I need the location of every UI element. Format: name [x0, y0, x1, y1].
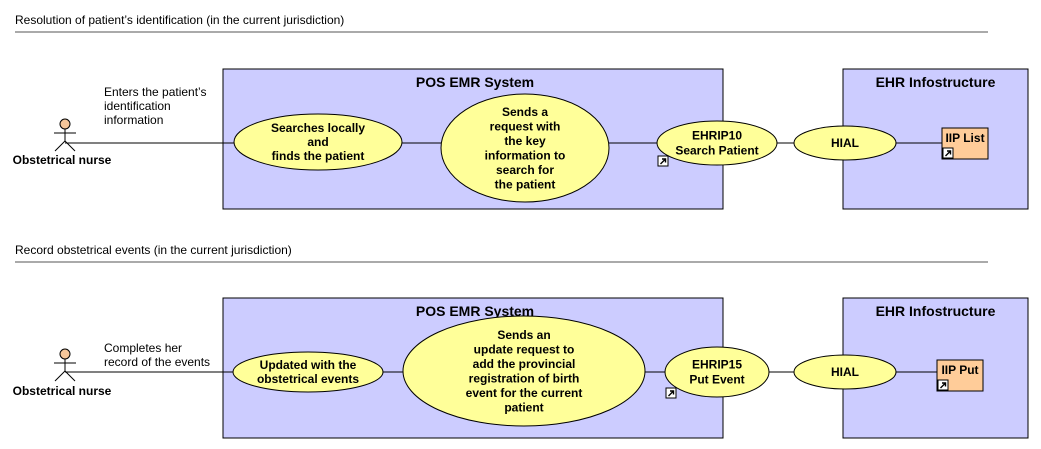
shortcut-arrow-icon	[665, 387, 677, 399]
actor-figure	[54, 118, 76, 152]
interaction-use-case-text: EHRIP15	[692, 358, 742, 372]
local-step-use-case[interactable]	[232, 351, 384, 393]
request-step-use-case-text: update request to	[474, 342, 575, 356]
request-step-use-case[interactable]	[440, 93, 610, 203]
ehr-infostructure-title: EHR Infostructure	[876, 74, 996, 90]
diagram-section-1: Resolution of patient’s identification (…	[13, 13, 1029, 210]
hial-use-case-text: HIAL	[831, 365, 859, 379]
shortcut-arrow-icon-stroke	[668, 390, 675, 397]
request-step-use-case-text: Sends a	[502, 105, 548, 119]
hial-use-case[interactable]	[793, 354, 897, 390]
shortcut-arrow-icon	[937, 379, 949, 391]
request-step-use-case-text: information to	[485, 148, 566, 162]
request-step-use-case-text: registration of birth	[469, 371, 580, 385]
actor-association-label: Enters the patient’s	[104, 85, 207, 99]
request-step-use-case-text: the patient	[495, 177, 556, 191]
diagram-section-2: Record obstetrical events (in the curren…	[13, 243, 1029, 439]
iip-service-box[interactable]	[941, 127, 989, 160]
local-step-use-case-text: finds the patient	[272, 149, 365, 163]
local-step-use-case-text: obstetrical events	[257, 372, 359, 386]
iip-service-label: IIP List	[945, 131, 984, 145]
request-step-use-case-text: add the provincial	[473, 357, 576, 371]
local-step-use-case-text: Searches locally	[271, 121, 365, 135]
shortcut-arrow-icon-stroke	[945, 150, 952, 157]
shortcut-arrow-icon-stroke	[940, 382, 947, 389]
request-step-use-case-text: Sends an	[497, 328, 550, 342]
shortcut-arrow-icon	[657, 155, 669, 167]
actor-left-leg	[54, 370, 66, 382]
request-step-use-case[interactable]	[402, 315, 646, 427]
actor-figure	[54, 348, 76, 382]
actor-association-label: record of the events	[104, 355, 210, 369]
interaction-use-case[interactable]	[656, 120, 778, 166]
hial-use-case[interactable]	[793, 125, 897, 161]
pos-emr-system-title: POS EMR System	[416, 303, 534, 319]
request-step-use-case-text: the key	[504, 134, 546, 148]
request-step-use-case-text: request with	[490, 119, 561, 133]
interaction-use-case-text: Search Patient	[675, 144, 758, 158]
shortcut-arrow-icon	[942, 147, 954, 159]
actor-association-label: information	[104, 113, 163, 127]
local-step-use-case-text: and	[307, 135, 328, 149]
interaction-use-case-text: Put Event	[689, 373, 744, 387]
local-step-use-case[interactable]	[233, 113, 403, 171]
section-title: Record obstetrical events (in the curren…	[15, 243, 292, 257]
actor-name: Obstetrical nurse	[13, 384, 112, 398]
actor-head	[59, 118, 71, 130]
shortcut-arrow-icon-stroke	[660, 158, 667, 165]
iip-service-label: IIP Put	[941, 363, 978, 377]
actor-name: Obstetrical nurse	[13, 153, 112, 167]
actor-left-leg	[54, 140, 66, 152]
actor-right-leg	[64, 370, 76, 382]
interaction-use-case-text: EHRIP10	[692, 129, 742, 143]
request-step-use-case-text: patient	[504, 400, 543, 414]
ehr-infostructure-title: EHR Infostructure	[876, 303, 996, 319]
interaction-use-case[interactable]	[664, 346, 770, 398]
actor-head	[59, 348, 71, 360]
local-step-use-case-text: Updated with the	[260, 358, 357, 372]
actor-association-label: Completes her	[104, 341, 182, 355]
request-step-use-case-text: event for the current	[466, 386, 583, 400]
actor-association-label: identification	[104, 99, 171, 113]
section-title: Resolution of patient’s identification (…	[15, 13, 344, 27]
actor-right-leg	[64, 140, 76, 152]
pos-emr-system-title: POS EMR System	[416, 74, 534, 90]
request-step-use-case-text: search for	[496, 163, 554, 177]
hial-use-case-text: HIAL	[831, 136, 859, 150]
